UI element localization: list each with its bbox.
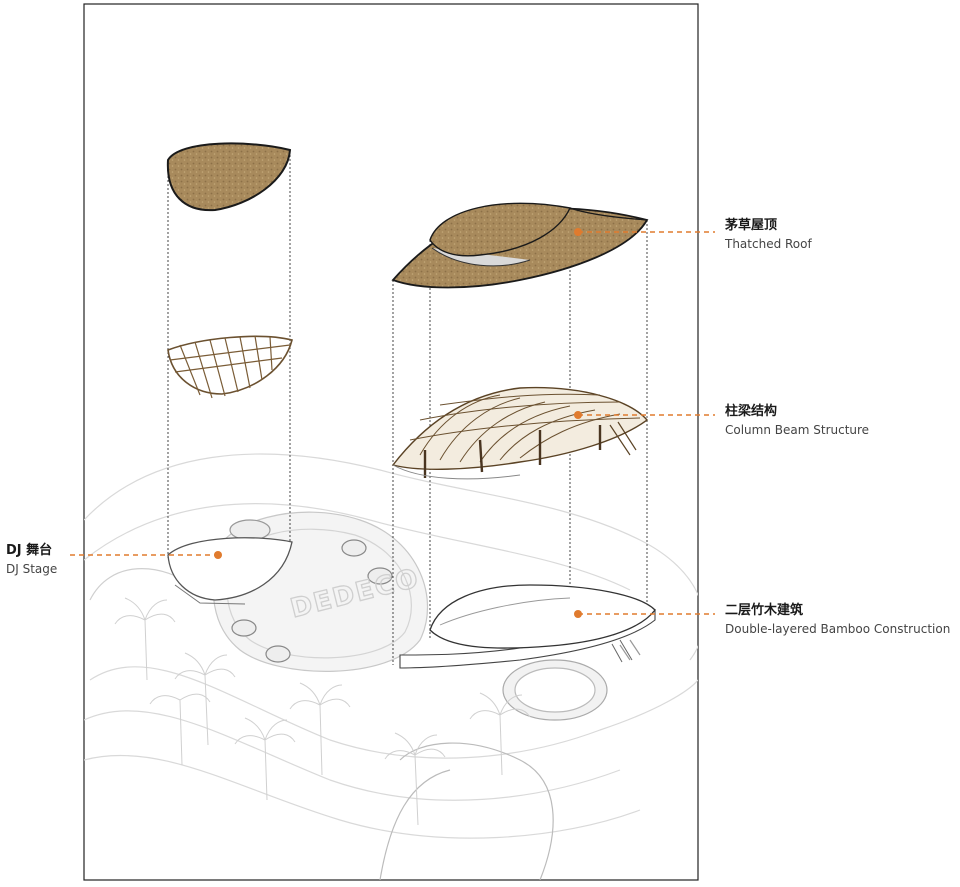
drawing-frame (83, 3, 699, 881)
label-bamboo-building-zh: 二层竹木建筑 (725, 603, 804, 618)
label-bamboo-building-en: Double-layered Bamboo Construction (725, 622, 951, 637)
callout-leaders (70, 231, 715, 615)
label-bamboo-building: 二层竹木建筑 Double-layered Bamboo Constructio… (725, 603, 950, 637)
dj-stage-platform (167, 537, 293, 601)
label-thatched-roof: 茅草屋顶 Thatched Roof (725, 218, 812, 252)
bamboo-building-platform (399, 584, 656, 669)
callout-dots (214, 228, 582, 618)
label-column-beam: 柱梁结构 Column Beam Structure (725, 404, 869, 438)
label-dj-stage-zh: DJ 舞台 (6, 543, 53, 558)
main-column-beam-structure (391, 386, 649, 480)
label-dj-stage: DJ 舞台 DJ Stage (6, 543, 57, 577)
label-thatched-roof-zh: 茅草屋顶 (725, 218, 778, 233)
dj-stage-roof (166, 142, 292, 212)
main-thatched-roof (391, 202, 649, 289)
site-ground-plan (84, 453, 698, 880)
palm-trees (114, 597, 531, 826)
label-dj-stage-en: DJ Stage (6, 562, 58, 577)
label-column-beam-zh: 柱梁结构 (725, 404, 778, 419)
label-thatched-roof-en: Thatched Roof (725, 237, 812, 252)
dj-stage-structure (167, 335, 293, 399)
label-column-beam-en: Column Beam Structure (725, 423, 870, 438)
